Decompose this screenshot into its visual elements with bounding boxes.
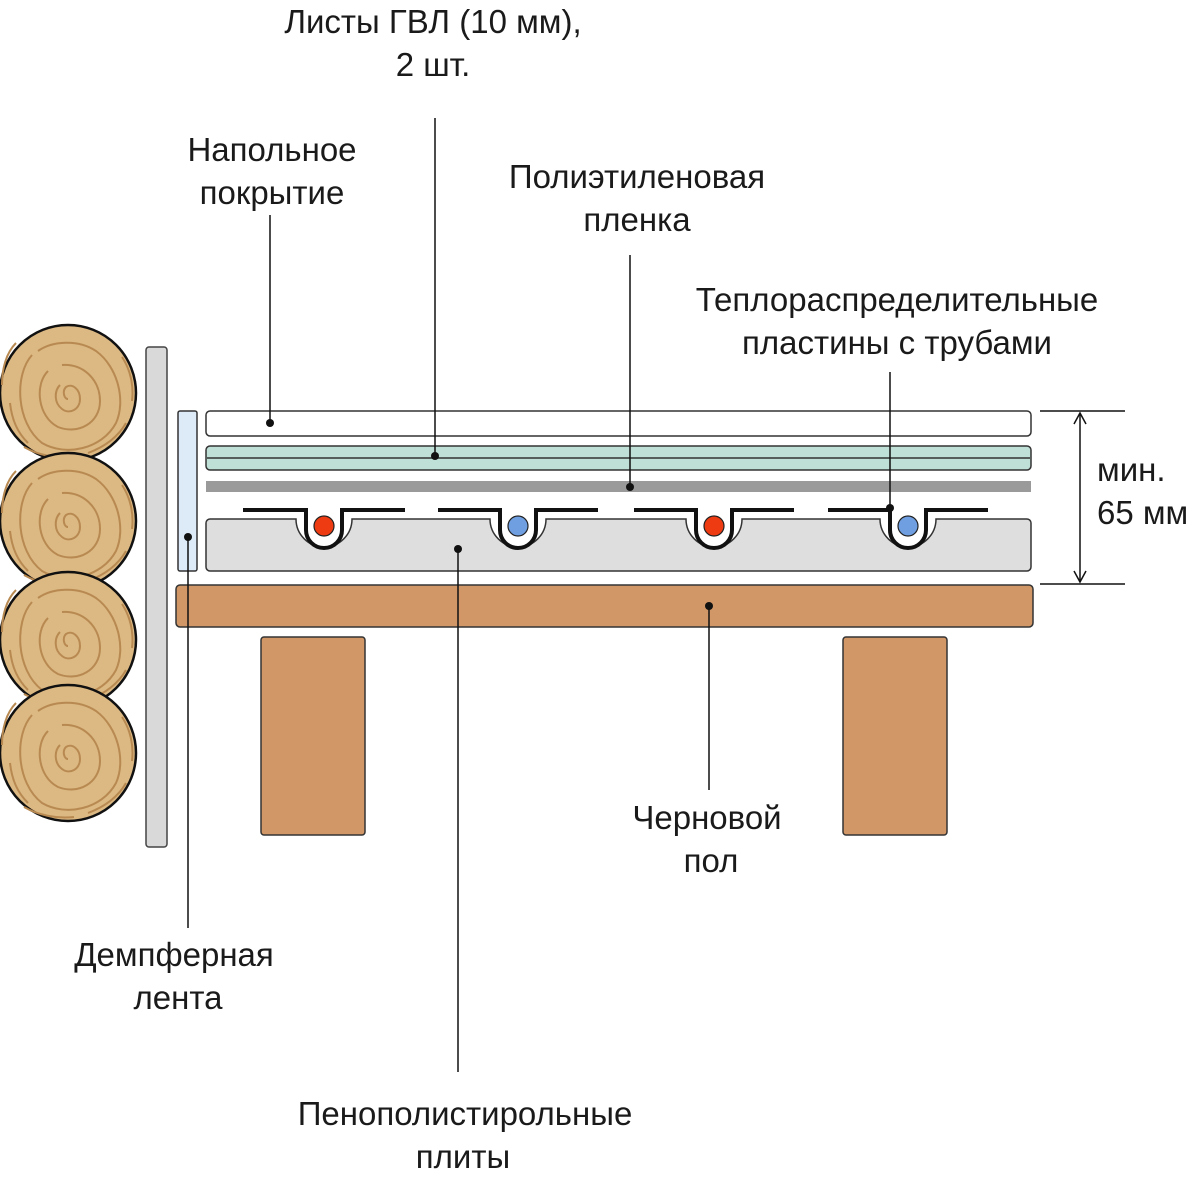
joist-left <box>260 636 366 836</box>
log-1 <box>0 323 138 463</box>
log-wall <box>0 323 138 823</box>
label-subfloor-line2: пол <box>684 842 739 879</box>
pipe-3 <box>703 515 725 537</box>
subfloor-board <box>175 584 1034 628</box>
label-film-line1: Полиэтиленовая <box>509 158 765 195</box>
heat-plate-1 <box>243 508 405 550</box>
log-4 <box>0 683 138 823</box>
label-foam-line2: плиты <box>416 1138 510 1175</box>
label-gvl-line1: Листы ГВЛ (10 мм), <box>284 3 581 40</box>
label-subfloor-line1: Черновой <box>632 799 781 836</box>
pipe-2 <box>507 515 529 537</box>
thickness-dimension <box>1040 410 1125 585</box>
label-film-line2: пленка <box>583 201 691 238</box>
heat-plate-2 <box>438 508 598 550</box>
label-foam-line1: Пенополистирольные <box>298 1095 633 1132</box>
joist-right <box>842 636 948 836</box>
label-floor-cover-line2: покрытие <box>200 174 345 211</box>
label-damper-line2: лента <box>134 979 224 1016</box>
heat-plates <box>243 508 988 550</box>
heat-plate-3 <box>634 508 794 550</box>
wall-panel <box>145 346 168 848</box>
label-plates-line2: пластины с трубами <box>742 324 1052 361</box>
floor-covering-layer <box>205 410 1032 437</box>
label-damper-line1: Демпферная <box>74 936 274 973</box>
label-floor-cover-line1: Напольное <box>187 131 356 168</box>
leader-lines <box>184 118 894 1072</box>
label-min-line1: мин. <box>1097 451 1166 488</box>
pipe-1 <box>313 515 335 537</box>
label-min-line2: 65 мм <box>1097 494 1188 531</box>
label-gvl-line2: 2 шт. <box>396 46 471 83</box>
pipe-4 <box>897 515 919 537</box>
heat-plate-4 <box>828 508 988 550</box>
gvl-sheets-layer <box>205 445 1032 471</box>
polyethylene-film-layer <box>206 481 1031 492</box>
label-plates-line1: Теплораспределительные <box>696 281 1099 318</box>
log-2 <box>0 451 138 591</box>
